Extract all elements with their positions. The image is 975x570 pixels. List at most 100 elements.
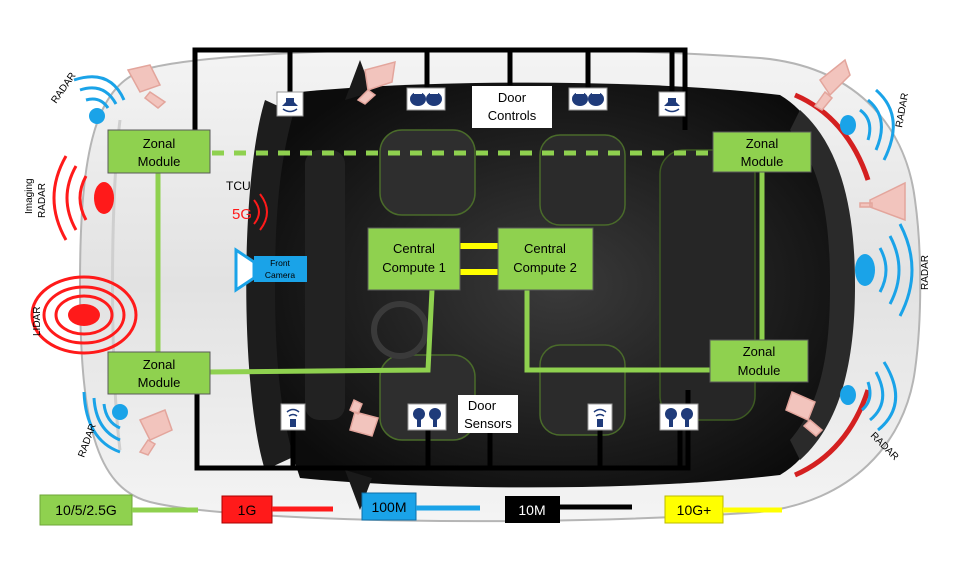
radar-front-right (840, 88, 895, 161)
module-label: Central (393, 241, 435, 256)
proximity-sensor-icon (280, 403, 306, 431)
speaker-icon (658, 91, 686, 117)
camera-icon (813, 58, 851, 111)
rear-seat-left (539, 134, 626, 226)
front-camera-line1: Front (270, 258, 290, 268)
radar-label: RADAR (894, 92, 911, 128)
speaker-icon (276, 91, 304, 117)
cc2-to-rear-right-link (524, 290, 710, 373)
svg-text:Zonal: Zonal (743, 344, 776, 359)
door-sensor-icons (280, 403, 699, 431)
tcu-band: 5G (232, 206, 252, 223)
radar-front-left (73, 75, 126, 124)
legend-label: 10/5/2.5G (55, 502, 117, 518)
door-sensors-line2: Sensors (464, 416, 512, 431)
svg-text:Door: Door (498, 90, 527, 105)
imaging-radar-label-line2: RADAR (37, 183, 48, 218)
radar-rear-left (82, 391, 128, 454)
legend-label: 10G+ (677, 502, 712, 518)
legend-item-1g: 1G (221, 495, 333, 524)
door-controls-line2: Controls (488, 108, 537, 123)
svg-text:Controls: Controls (488, 108, 537, 123)
cameras (126, 58, 906, 456)
module-label: Module (138, 375, 181, 390)
imaging-radar (52, 155, 114, 241)
legend-label: 100M (371, 499, 406, 515)
module-label: Module (741, 154, 784, 169)
lidar-label: LIDAR (32, 307, 43, 336)
module-label: Module (138, 154, 181, 169)
svg-text:Module: Module (138, 375, 181, 390)
module-label: Zonal (143, 136, 176, 151)
camera-icon (356, 60, 396, 105)
signal-icon (253, 193, 268, 231)
legend-label: 1G (238, 502, 257, 518)
door-controls-label: Door Controls (472, 86, 552, 128)
proximity-sensor-icon (587, 403, 613, 431)
zonal-module-rear-left[interactable]: Zonal Module (107, 351, 211, 395)
door-sensors-bus (194, 390, 691, 471)
radar-rear-center (855, 223, 914, 317)
bus-10m (192, 47, 691, 471)
radar-rear-right (840, 361, 898, 432)
zonal-module-rear-right[interactable]: Zonal Module (709, 339, 809, 383)
zonal-module-front-left[interactable]: Zonal Module (107, 129, 211, 174)
svg-text:Zonal: Zonal (746, 136, 779, 151)
camera-icon (859, 181, 906, 222)
module-label: Central (524, 241, 566, 256)
tail-light-top (794, 92, 871, 181)
central-compute-2[interactable]: Central Compute 2 (497, 227, 594, 291)
front-camera-line2: Camera (265, 270, 296, 280)
front-seat-left (379, 129, 476, 216)
camera-icon (785, 390, 824, 438)
module-label: Zonal (143, 357, 176, 372)
door-controls-bus (192, 47, 688, 130)
legend-item-100m: 100M (361, 492, 480, 521)
module-label: Zonal (743, 344, 776, 359)
legend-item-10g: 10/5/2.5G (39, 494, 198, 526)
module-label: Compute 1 (382, 260, 446, 275)
front-left-to-cc1-link (207, 289, 435, 375)
svg-text:Module: Module (138, 154, 181, 169)
radar-label: RADAR (49, 71, 78, 106)
svg-text:Central: Central (524, 241, 566, 256)
camera-icon (349, 398, 379, 437)
mirror-left (345, 60, 372, 100)
door-control-icons (276, 87, 686, 117)
camera-icon (126, 64, 167, 109)
door-controls-line1: Door (498, 90, 527, 105)
module-label: Zonal (746, 136, 779, 151)
steering-wheel (371, 301, 429, 359)
tcu-label: TCU (226, 179, 251, 193)
car-rear-window (790, 110, 855, 460)
svg-text:Zonal: Zonal (143, 136, 176, 151)
microphone-pair-icon (659, 403, 699, 431)
svg-text:Compute 1: Compute 1 (382, 260, 446, 275)
svg-text:Zonal: Zonal (143, 357, 176, 372)
module-label: Compute 2 (513, 260, 577, 275)
tcu: TCU 5G (226, 179, 268, 231)
radar-label: RADAR (920, 255, 931, 290)
legend-item-10m: 10M (505, 496, 632, 523)
central-compute-1[interactable]: Central Compute 1 (367, 227, 461, 291)
front-camera: Front Camera (234, 247, 307, 293)
svg-text:Module: Module (741, 154, 784, 169)
window-switch-icon (568, 87, 608, 111)
bus-10g-backbone (155, 150, 765, 375)
radars (73, 75, 914, 454)
svg-text:Central: Central (393, 241, 435, 256)
module-boxes: Zonal Module Zonal Module Zonal Module Z… (107, 129, 812, 395)
legend-item-10g-plus: 10G+ (664, 495, 782, 524)
mirror-right (345, 470, 372, 510)
camera-icon (138, 409, 173, 456)
door-sensors-label: Door Sensors (458, 395, 518, 433)
zonal-module-front-right[interactable]: Zonal Module (712, 131, 812, 173)
legend-label: 10M (518, 502, 545, 518)
legend: 10/5/2.5G 1G 100M 10M 10G+ (39, 492, 782, 526)
microphone-pair-icon (407, 403, 447, 431)
svg-text:Module: Module (738, 363, 781, 378)
door-sensors-line1: Door (468, 398, 497, 413)
bus-10g-plus (460, 243, 498, 275)
window-switch-icon (406, 87, 446, 111)
